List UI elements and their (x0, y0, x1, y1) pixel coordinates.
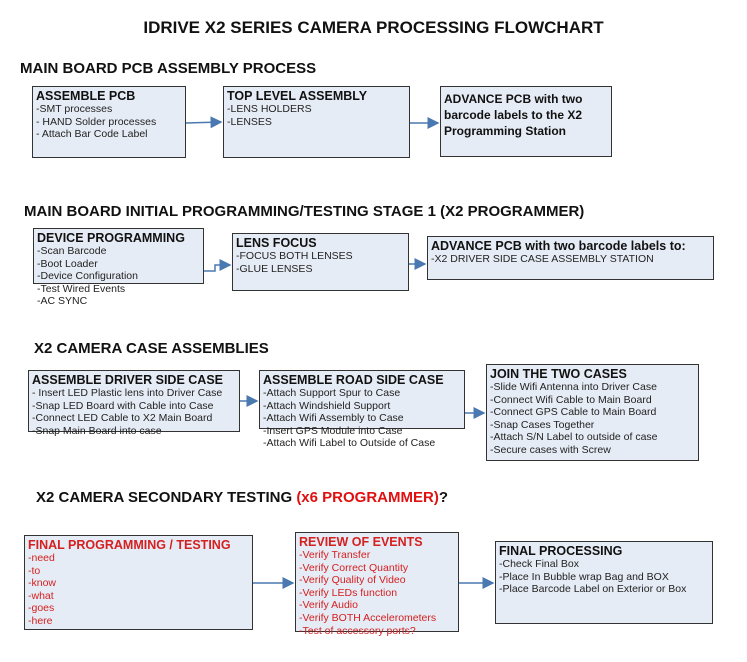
process-box: ASSEMBLE ROAD SIDE CASE-Attach Support S… (259, 370, 465, 449)
process-box-title: ASSEMBLE ROAD SIDE CASE (263, 373, 444, 387)
process-step: -Place In Bubble wrap Bag and BOX (499, 570, 669, 583)
process-box-title: TOP LEVEL ASSEMBLY (227, 89, 368, 103)
process-box-title: FINAL PROGRAMMING / TESTING (28, 538, 231, 552)
process-step: -X2 DRIVER SIDE CASE ASSEMBLY STATION (431, 253, 654, 265)
process-step: -Test of accessory ports? (299, 624, 416, 637)
process-step: -Snap Cases Together (490, 418, 595, 431)
process-step: -Secure cases with Screw (490, 443, 611, 456)
arrow (185, 116, 223, 129)
process-step: -what (28, 589, 54, 602)
process-box: DEVICE PROGRAMMING-Scan Barcode-Boot Loa… (33, 228, 204, 307)
section-heading-secondary-testing: X2 CAMERA SECONDARY TESTING (x6 PROGRAMM… (36, 489, 448, 506)
process-step: -Snap LED Board with Cable into Case (32, 399, 214, 412)
section-heading-pcb-assembly: MAIN BOARD PCB ASSEMBLY PROCESS (20, 60, 317, 77)
process-box: TOP LEVEL ASSEMBLY-LENS HOLDERS-LENSES (223, 86, 410, 158)
process-step: -SMT processes (36, 103, 113, 115)
process-step: -need (28, 552, 55, 564)
process-box: LENS FOCUS-FOCUS BOTH LENSES-GLUE LENSES (232, 233, 409, 291)
process-step: -LENSES (227, 115, 272, 128)
arrow (204, 259, 232, 272)
process-box-title: ASSEMBLE DRIVER SIDE CASE (32, 373, 224, 387)
process-step: -Connect LED Cable to X2 Main Board (32, 412, 213, 425)
process-step: -Test Wired Events (37, 282, 126, 295)
process-step: -Device Configuration (37, 270, 138, 283)
process-step: - HAND Solder processes (36, 115, 157, 128)
process-box-title: FINAL PROCESSING (499, 544, 623, 558)
process-box-title: JOIN THE TWO CASES (490, 367, 627, 381)
process-step: -Attach Windshield Support (263, 399, 391, 412)
process-step: -Attach S/N Label to outside of case (490, 431, 658, 444)
process-box-title: ASSEMBLE PCB (36, 89, 136, 103)
process-box: FINAL PROCESSING -Check Final Box-Place … (495, 541, 713, 624)
process-box-title: ADVANCE PCB with two barcode labels to t… (444, 92, 583, 138)
process-step: -goes (28, 602, 55, 615)
heading-text: X2 CAMERA SECONDARY TESTING (36, 489, 297, 506)
process-step: -Slide Wifi Antenna into Driver Case (490, 381, 657, 393)
process-step: -Attach Wifi Label to Outside of Case (263, 437, 436, 450)
process-box-title: LENS FOCUS (236, 236, 317, 250)
process-step: -Connect GPS Cable to Main Board (490, 406, 657, 419)
process-step: -Verify BOTH Accelerometers (299, 611, 437, 624)
section-heading-programming: MAIN BOARD INITIAL PROGRAMMING/TESTING S… (24, 203, 585, 220)
process-step: -here (28, 614, 53, 627)
heading-red-text: (x6 PROGRAMMER) (296, 489, 439, 506)
process-step: -Boot Loader (37, 257, 98, 270)
process-step: -Attach Wifi Assembly to Case (263, 412, 404, 425)
process-step: -GLUE LENSES (236, 262, 313, 275)
process-step: -Verify Correct Quantity (299, 561, 409, 574)
process-step: -Attach Support Spur to Case (263, 387, 401, 399)
heading-tail: ? (438, 489, 448, 506)
process-step: -FOCUS BOTH LENSES (236, 250, 353, 262)
process-box: ASSEMBLE DRIVER SIDE CASE- Insert LED Pl… (28, 370, 240, 437)
process-step: -Insert GPS Module into Case (263, 424, 403, 437)
process-box: FINAL PROGRAMMING / TESTING-need-to-know… (24, 535, 253, 630)
process-step: -Verify Quality of Video (299, 574, 406, 587)
section-heading-case-assemblies: X2 CAMERA CASE ASSEMBLIES (34, 340, 269, 357)
process-box: ADVANCE PCB with two barcode labels to:-… (427, 236, 714, 280)
process-step: -Verify Transfer (299, 549, 371, 561)
process-step: -know (28, 577, 57, 590)
process-box: JOIN THE TWO CASES-Slide Wifi Antenna in… (486, 364, 699, 461)
process-step: -Verify LEDs function (299, 586, 398, 599)
process-box-title: REVIEW OF EVENTS (299, 535, 423, 549)
process-box-title: ADVANCE PCB with two barcode labels to: (431, 239, 686, 253)
process-box-title: DEVICE PROGRAMMING (37, 231, 185, 245)
flowchart-title: IDRIVE X2 SERIES CAMERA PROCESSING FLOWC… (143, 18, 604, 37)
process-step: -to (28, 564, 41, 577)
process-step: -Connect Wifi Cable to Main Board (490, 393, 652, 406)
process-step: -Check Final Box (499, 558, 579, 570)
process-box: ASSEMBLE PCB -SMT processes- HAND Solder… (32, 86, 186, 158)
process-step: - Attach Bar Code Label (36, 128, 148, 141)
process-box: REVIEW OF EVENTS-Verify Transfer-Verify … (295, 532, 459, 637)
process-step: -LENS HOLDERS (227, 103, 312, 115)
process-step: -AC SYNC (37, 295, 88, 308)
process-box: ADVANCE PCB with two barcode labels to t… (440, 86, 612, 157)
process-step: -Verify Audio (299, 599, 358, 612)
process-step: - Insert LED Plastic lens into Driver Ca… (32, 387, 223, 399)
process-step: -Snap Main Board into case (32, 424, 162, 437)
process-step: -Place Barcode Label on Exterior or Box (499, 583, 687, 596)
process-step: -Scan Barcode (37, 245, 107, 257)
